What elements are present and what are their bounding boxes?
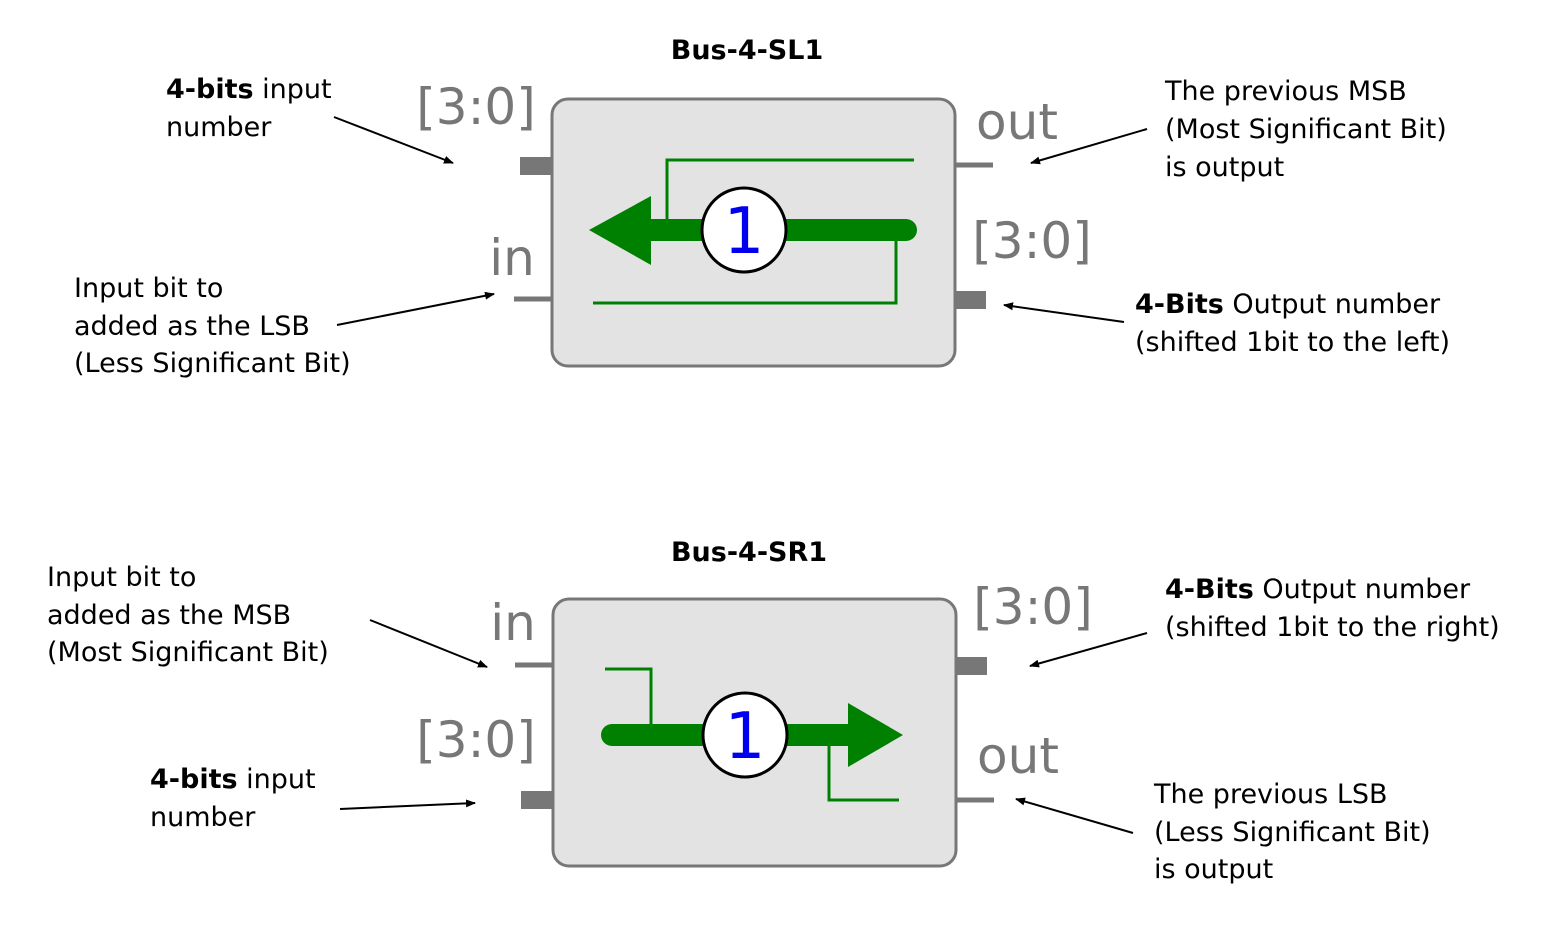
bus-output-label: [3:0]: [972, 212, 1091, 270]
bit-output-label: out: [977, 727, 1059, 785]
bus-output-label: [3:0]: [973, 578, 1092, 636]
lsb-in-wire: [593, 238, 898, 305]
bus-input-label: [3:0]: [416, 711, 535, 769]
note-input-bit: Input bit to added as the LSB (Less Sign…: [74, 273, 351, 379]
shift-left-symbol: 1: [589, 158, 917, 305]
note-output-number: 4-Bits Output number (shifted 1bit to th…: [1165, 574, 1500, 643]
pointer-arrow: [333, 116, 454, 164]
pointer-arrow: [1029, 632, 1148, 668]
pointer-arrow: [339, 799, 476, 810]
shift-left-block: Bus-4-SL1 [3:0] in out [3:0] 1 4-bits in…: [74, 35, 1455, 379]
shift-amount-circle: [700, 186, 788, 274]
note-input-number: 4-bits input number: [166, 74, 340, 143]
bit-input-label: in: [490, 594, 536, 652]
note-previous-lsb: The previous LSB (Less Significant Bit) …: [1153, 779, 1439, 885]
note-input-number: 4-bits input number: [150, 764, 324, 833]
shift-amount-circle: [701, 691, 789, 779]
note-input-bit: Input bit to added as the MSB (Most Sign…: [47, 562, 329, 668]
shift-left-arrowhead: [589, 196, 651, 265]
lsb-out-wire: [827, 745, 899, 802]
bus-output-port: [955, 291, 986, 309]
shift-amount: 1: [724, 195, 765, 269]
pointer-arrow: [1015, 797, 1134, 834]
pointer-arrow: [369, 619, 488, 668]
shift-right-symbol: 1: [601, 667, 903, 802]
bus-input-port: [520, 157, 552, 175]
msb-out-wire: [665, 158, 914, 220]
shift-amount: 1: [725, 700, 766, 774]
pointer-arrow: [1003, 302, 1125, 323]
block-title: Bus-4-SR1: [671, 537, 827, 568]
pointer-arrow: [1030, 128, 1148, 165]
bus-input-label: [3:0]: [416, 78, 535, 136]
pointer-arrow: [336, 291, 495, 326]
bus-input-port: [521, 791, 553, 809]
shift-right-block: Bus-4-SR1 in [3:0] [3:0] out 1 Input bit…: [47, 537, 1500, 885]
msb-in-wire: [605, 667, 653, 725]
bit-input-label: in: [489, 229, 535, 287]
bit-output-label: out: [976, 93, 1058, 151]
shift-right-arrowhead: [848, 703, 903, 767]
note-output-number: 4-Bits Output number (shifted 1bit to th…: [1135, 289, 1450, 358]
block-title: Bus-4-SL1: [671, 35, 824, 66]
bus-output-port: [956, 657, 987, 675]
note-previous-msb: The previous MSB (Most Significant Bit) …: [1164, 76, 1455, 183]
